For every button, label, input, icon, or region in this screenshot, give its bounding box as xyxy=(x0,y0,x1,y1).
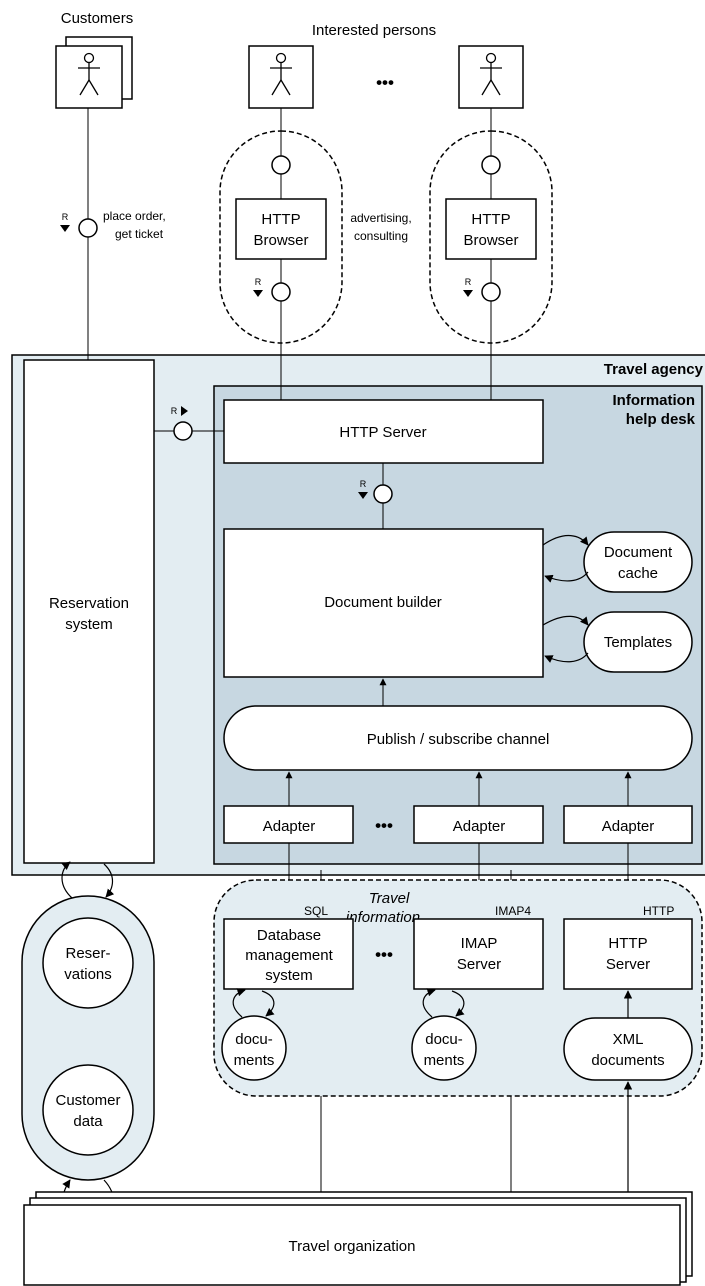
svg-text:Reser-: Reser- xyxy=(65,945,110,962)
svg-text:R: R xyxy=(360,479,367,489)
http-server-2: HTTP Server xyxy=(563,918,693,990)
svg-text:Customer: Customer xyxy=(55,1092,120,1109)
svg-text:Document builder: Document builder xyxy=(324,594,442,611)
http-browser-1: HTTP Browser xyxy=(235,198,327,260)
svg-text:XML: XML xyxy=(613,1031,644,1048)
travel-agency-title: Travel agency xyxy=(604,361,704,378)
port-browser2-top xyxy=(481,155,501,175)
port-browser2-bottom xyxy=(481,282,501,302)
interested-person-actor-2 xyxy=(458,45,524,109)
travel-organization: Travel organization xyxy=(23,1191,693,1286)
info-help-desk-title-line1: Information xyxy=(613,392,696,409)
imap-server: IMAP Server xyxy=(413,918,544,990)
adapters-ellipsis: ••• xyxy=(375,816,393,835)
document-cache: Document cache xyxy=(583,531,693,593)
svg-text:cache: cache xyxy=(618,565,658,582)
svg-text:HTTP: HTTP xyxy=(261,211,300,228)
adapter-1: Adapter xyxy=(223,805,354,844)
svg-text:Adapter: Adapter xyxy=(263,818,316,835)
http-label: HTTP xyxy=(643,904,674,918)
reservation-system: Reservation system xyxy=(23,359,155,864)
customers-label: Customers xyxy=(61,10,134,27)
advertising-label-line1: advertising, xyxy=(350,211,411,225)
svg-text:Server: Server xyxy=(606,956,650,973)
sql-label: SQL xyxy=(304,904,328,918)
customer-data-store: Customer data xyxy=(42,1064,134,1156)
svg-text:Publish / subscribe channel: Publish / subscribe channel xyxy=(367,731,550,748)
svg-text:R: R xyxy=(255,277,262,287)
travel-information-title-line1: Travel xyxy=(369,890,410,907)
svg-text:Adapter: Adapter xyxy=(453,818,506,835)
svg-text:data: data xyxy=(73,1113,103,1130)
templates: Templates xyxy=(583,611,693,673)
place-order-label-line2: get ticket xyxy=(115,227,164,241)
info-help-desk-title-line2: help desk xyxy=(626,411,696,428)
adapter-3: Adapter xyxy=(563,805,693,844)
sources-ellipsis: ••• xyxy=(375,945,393,964)
port-browser1-bottom xyxy=(271,282,291,302)
person-icon xyxy=(480,52,502,96)
port-docbuilder xyxy=(373,484,393,504)
svg-text:management: management xyxy=(245,947,333,964)
travel-information-title-line2: information xyxy=(346,909,420,926)
advertising-label-line2: consulting xyxy=(354,229,408,243)
svg-text:IMAP: IMAP xyxy=(461,935,498,952)
http-browser-2: HTTP Browser xyxy=(445,198,537,260)
svg-text:R: R xyxy=(171,406,178,416)
interested-person-actor-1 xyxy=(248,45,314,109)
svg-text:Document: Document xyxy=(604,544,673,561)
svg-text:docu-: docu- xyxy=(235,1031,273,1048)
customers-actor xyxy=(55,36,133,109)
reservations-store: Reser- vations xyxy=(42,917,134,1009)
svg-text:Browser: Browser xyxy=(253,232,308,249)
svg-text:Reservation: Reservation xyxy=(49,595,129,612)
svg-text:Travel organization: Travel organization xyxy=(288,1238,415,1255)
person-icon xyxy=(270,52,292,96)
cache-template-access-arrows xyxy=(542,535,589,663)
dbms-documents: docu- ments xyxy=(221,1015,287,1081)
place-order-label-line1: place order, xyxy=(103,209,166,223)
svg-text:R: R xyxy=(62,212,69,222)
publish-subscribe-channel: Publish / subscribe channel xyxy=(223,705,693,771)
svg-text:Templates: Templates xyxy=(604,634,672,651)
adapter-2: Adapter xyxy=(413,805,544,844)
xml-documents: XML documents xyxy=(563,1017,693,1081)
svg-text:Browser: Browser xyxy=(463,232,518,249)
person-icon xyxy=(78,52,100,96)
http-server: HTTP Server xyxy=(223,399,544,464)
svg-text:ments: ments xyxy=(234,1052,275,1069)
svg-text:HTTP: HTTP xyxy=(471,211,510,228)
imap4-label: IMAP4 xyxy=(495,904,531,918)
svg-text:system: system xyxy=(65,616,113,633)
svg-text:ments: ments xyxy=(424,1052,465,1069)
svg-text:Database: Database xyxy=(257,927,321,944)
interested-persons-label: Interested persons xyxy=(312,22,436,39)
browser-boundary-1 xyxy=(219,130,343,344)
port-browser1-top xyxy=(271,155,291,175)
document-builder: Document builder xyxy=(223,528,544,678)
port-reservation-http xyxy=(173,421,193,441)
svg-text:Server: Server xyxy=(457,956,501,973)
port-place-order xyxy=(78,218,98,238)
actors-ellipsis: ••• xyxy=(376,73,394,92)
imap-documents: docu- ments xyxy=(411,1015,477,1081)
svg-text:HTTP Server: HTTP Server xyxy=(339,424,426,441)
svg-text:Adapter: Adapter xyxy=(602,818,655,835)
svg-text:R: R xyxy=(465,277,472,287)
channel-arrows xyxy=(285,678,632,806)
database-management-system: Database management system xyxy=(223,918,354,990)
svg-text:documents: documents xyxy=(591,1052,664,1069)
svg-text:docu-: docu- xyxy=(425,1031,463,1048)
browser-boundary-2 xyxy=(429,130,553,344)
svg-text:vations: vations xyxy=(64,966,112,983)
svg-text:system: system xyxy=(265,967,313,984)
svg-text:HTTP: HTTP xyxy=(608,935,647,952)
